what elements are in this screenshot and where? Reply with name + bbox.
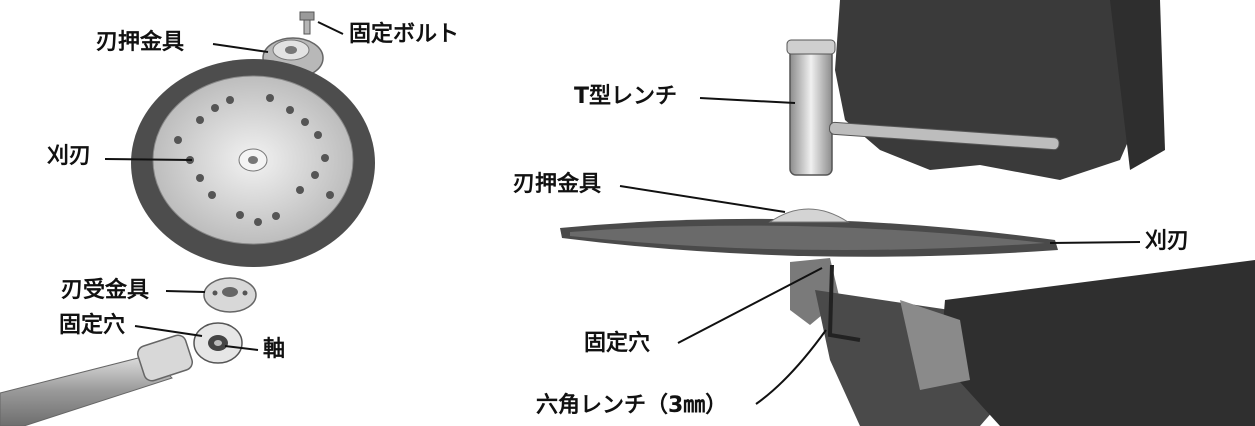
t-wrench-part <box>786 39 1060 176</box>
label-blade-left: 刈刃 <box>47 144 92 169</box>
blade-receiver-fitting-part <box>203 277 257 313</box>
glove-top <box>835 0 1165 180</box>
label-hex-wrench: 六角レンチ（3㎜） <box>536 393 728 418</box>
label-blade-press-fitting-right: 刃押金具 <box>513 172 602 197</box>
label-blade-press-fitting-left: 刃押金具 <box>96 30 185 55</box>
label-fixing-hole-left: 固定穴 <box>59 313 126 338</box>
label-t-wrench: T型レンチ <box>574 84 678 109</box>
hex-wrench-part <box>827 264 861 342</box>
label-blade-right: 刈刃 <box>1145 229 1190 254</box>
gear-head-and-shaft <box>0 322 243 426</box>
label-blade-receiver-fitting: 刃受金具 <box>61 278 150 303</box>
label-shaft: 軸 <box>263 337 286 362</box>
blade-part <box>131 59 375 267</box>
leader-lines-right <box>619 97 1141 405</box>
blade-side-view <box>560 208 1058 257</box>
label-fixing-bolt: 固定ボルト <box>349 22 460 47</box>
fixing-bolt <box>299 11 315 35</box>
leader-lines-left <box>104 21 344 351</box>
gear-head-right <box>790 258 1255 426</box>
label-fixing-hole-right: 固定穴 <box>584 331 651 356</box>
